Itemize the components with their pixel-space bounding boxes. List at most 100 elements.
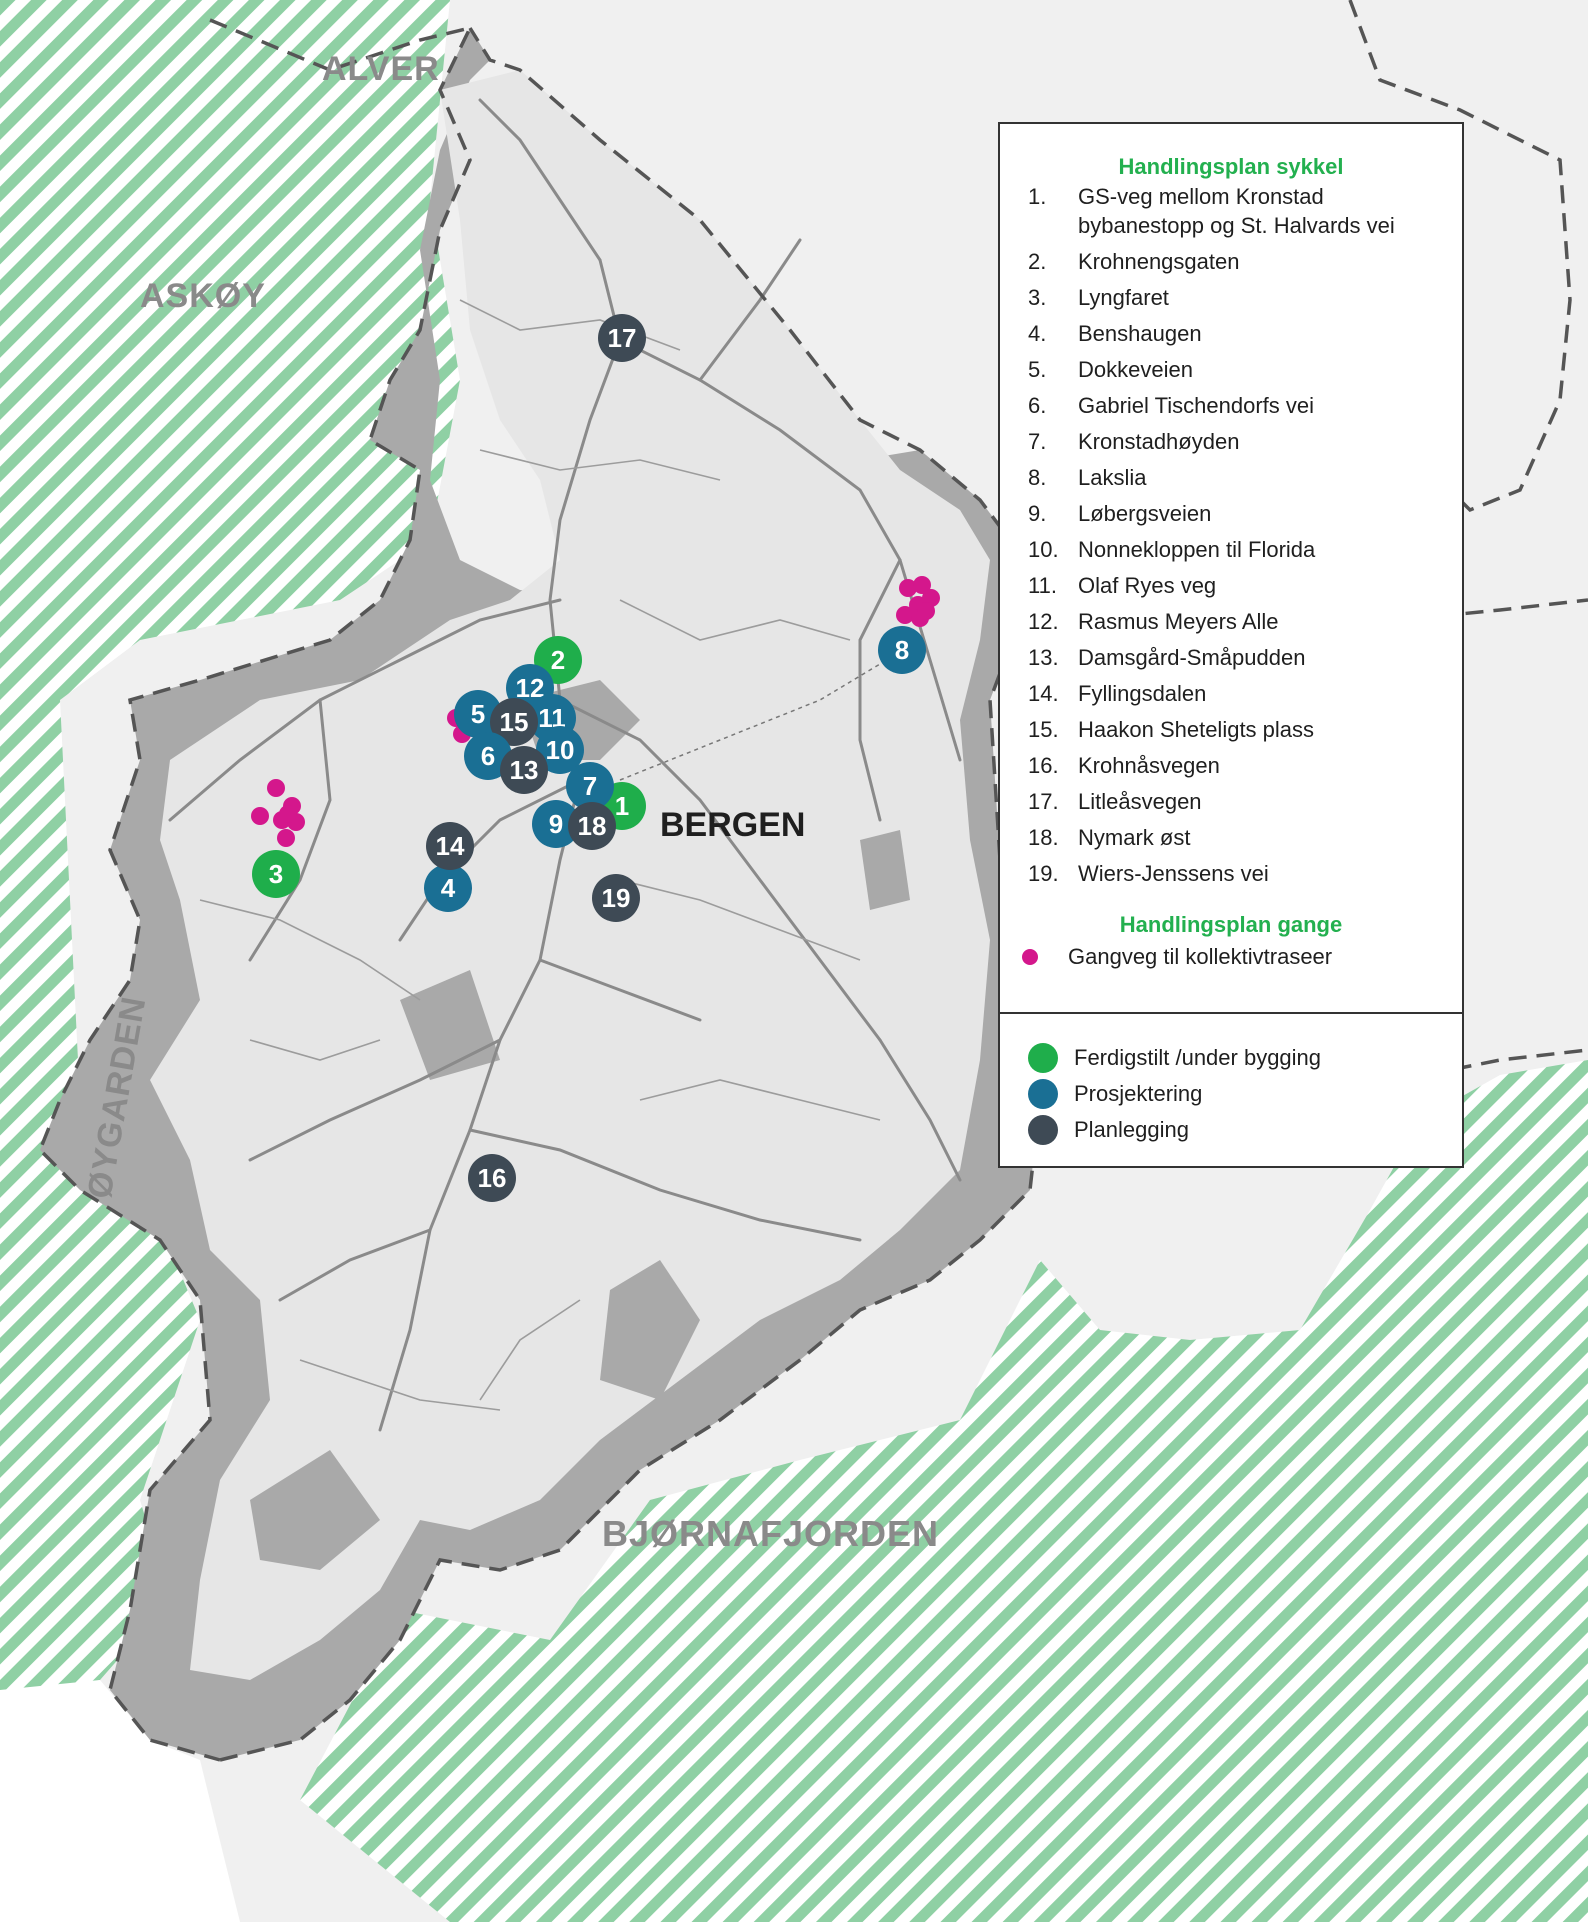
- legend-item-number: 7.: [1028, 429, 1047, 454]
- region-label-alver: ALVER: [322, 50, 440, 88]
- legend-bike-item: 6.Gabriel Tischendorfs vei: [1028, 391, 1448, 420]
- legend-item-number: 5.: [1028, 357, 1047, 382]
- project-marker-14[interactable]: 14: [426, 822, 474, 870]
- legend-bike-item: 15. Haakon Sheteligts plass: [1028, 715, 1448, 744]
- project-marker-8[interactable]: 8: [878, 626, 926, 674]
- inner-lake: [860, 830, 910, 910]
- legend-item-number: 9.: [1028, 501, 1047, 526]
- legend-item-label: Olaf Ryes veg: [1078, 573, 1217, 598]
- project-marker-19[interactable]: 19: [592, 874, 640, 922]
- legend-bike-item: 11.Olaf Ryes veg: [1028, 571, 1448, 600]
- legend-bike-item: 7. Kronstadhøyden: [1028, 427, 1448, 456]
- project-marker-5[interactable]: 5: [454, 690, 502, 738]
- walking-route-cluster[interactable]: [896, 576, 940, 627]
- legend-item-label: Kronstadhøyden: [1078, 429, 1240, 454]
- marker-circle: [536, 726, 584, 774]
- project-marker-10[interactable]: 10: [536, 726, 584, 774]
- marker-label: 3: [269, 859, 283, 889]
- legend-walk-title: Handlingsplan gange: [1119, 912, 1343, 937]
- legend-item-number: 12.: [1028, 609, 1059, 634]
- legend-item-label: Løbergsveien: [1078, 501, 1212, 526]
- legend-item-number: 8.: [1028, 465, 1047, 490]
- project-marker-3[interactable]: 3: [252, 850, 300, 898]
- walking-route-cluster[interactable]: [251, 779, 305, 847]
- marker-label: 4: [441, 873, 456, 903]
- marker-label: 14: [436, 831, 465, 861]
- legend-status-design: Prosjektering: [1028, 1076, 1321, 1112]
- legend-walk-label: Gangveg til kollektivtraseer: [1068, 944, 1333, 969]
- legend-bike-item: 18. Nymark øst: [1028, 823, 1448, 852]
- legend-status-done: Ferdigstilt /under bygging: [1028, 1040, 1321, 1076]
- marker-label: 15: [500, 707, 529, 737]
- legend-bike-item: 3.Lyngfaret: [1028, 283, 1448, 312]
- project-marker-16[interactable]: 16: [468, 1154, 516, 1202]
- legend-item-number: 15.: [1028, 717, 1059, 742]
- project-marker-4[interactable]: 4: [424, 864, 472, 912]
- legend-status-planning: Planlegging: [1028, 1112, 1321, 1148]
- legend-bike-item: 9. Løbergsveien: [1028, 499, 1448, 528]
- status-dot-icon: [1028, 1043, 1058, 1073]
- project-marker-15[interactable]: 15: [490, 698, 538, 746]
- project-marker-7[interactable]: 7: [566, 762, 614, 810]
- project-marker-13[interactable]: 13: [500, 746, 548, 794]
- legend-bike-item: 13.Damsgård-Småpudden: [1028, 643, 1448, 672]
- marker-circle: [454, 690, 502, 738]
- project-marker-17[interactable]: 17: [598, 314, 646, 362]
- legend-item-number: 18.: [1028, 825, 1059, 850]
- legend-walk-item: Gangveg til kollektivtraseer: [1022, 944, 1332, 970]
- legend-item-label: Litleåsvegen: [1078, 789, 1202, 814]
- bergen-land: [150, 70, 990, 1680]
- legend-item-number: 14.: [1028, 681, 1059, 706]
- legend-bike-item: 10.Nonnekloppen til Florida: [1028, 535, 1448, 564]
- marker-label: 2: [551, 645, 565, 675]
- inner-lake: [250, 1450, 380, 1570]
- legend-bike-title: Handlingsplan sykkel: [1118, 154, 1344, 179]
- city-label-bergen: BERGEN: [660, 806, 805, 844]
- legend-item-label: Krohnåsvegen: [1078, 753, 1220, 778]
- project-marker-18[interactable]: 18: [568, 802, 616, 850]
- legend-item-label: Gabriel Tischendorfs vei: [1078, 393, 1314, 418]
- status-dot-icon: [1028, 1115, 1058, 1145]
- marker-label: 10: [546, 735, 575, 765]
- legend-bike-item: 5.Dokkeveien: [1028, 355, 1448, 384]
- legend-item-label: Wiers-Jenssens vei: [1078, 861, 1269, 886]
- legend-bike-item: 19.Wiers-Jenssens vei: [1028, 859, 1448, 888]
- rail-line: [619, 639, 921, 781]
- legend-item-number: 16.: [1028, 753, 1059, 778]
- legend-item-number: 3.: [1028, 285, 1047, 310]
- marker-circle: [490, 698, 538, 746]
- inner-lake: [600, 1260, 700, 1400]
- marker-circle: [424, 864, 472, 912]
- marker-circle: [592, 874, 640, 922]
- status-label: Prosjektering: [1074, 1081, 1203, 1106]
- legend-item-label: Haakon Sheteligts plass: [1078, 717, 1315, 742]
- marker-circle: [532, 800, 580, 848]
- marker-label: 9: [549, 809, 563, 839]
- marker-label: 1: [615, 791, 629, 821]
- marker-label: 13: [510, 755, 539, 785]
- project-marker-6[interactable]: 6: [464, 732, 512, 780]
- legend-bike-list: 1.GS-veg mellom Kronstad bybanestopp og …: [1028, 182, 1448, 895]
- region-label-askoy: ASKØY: [140, 277, 266, 315]
- legend-item-number: 2.: [1028, 249, 1047, 274]
- legend-item-number: 13.: [1028, 645, 1059, 670]
- marker-circle: [464, 732, 512, 780]
- marker-label: 16: [478, 1163, 507, 1193]
- legend-projects-section: Handlingsplan sykkel 1.GS-veg mellom Kro…: [1000, 124, 1462, 1014]
- marker-label: 17: [608, 323, 637, 353]
- marker-circle: [252, 850, 300, 898]
- legend-item-label: Krohnengsgaten: [1078, 249, 1240, 274]
- legend-item-label: Nymark øst: [1078, 825, 1191, 850]
- legend-bike-item: 1.GS-veg mellom Kronstad bybanestopp og …: [1028, 182, 1448, 240]
- map-legend: Handlingsplan sykkel 1.GS-veg mellom Kro…: [998, 122, 1464, 1168]
- status-label: Planlegging: [1074, 1117, 1189, 1142]
- legend-bike-item: 17.Litleåsvegen: [1028, 787, 1448, 816]
- status-dot-icon: [1028, 1079, 1058, 1109]
- marker-circle: [468, 1154, 516, 1202]
- legend-bike-item: 12.Rasmus Meyers Alle: [1028, 607, 1448, 636]
- marker-label: 18: [578, 811, 607, 841]
- marker-circle: [878, 626, 926, 674]
- project-marker-9[interactable]: 9: [532, 800, 580, 848]
- marker-label: 7: [583, 771, 597, 801]
